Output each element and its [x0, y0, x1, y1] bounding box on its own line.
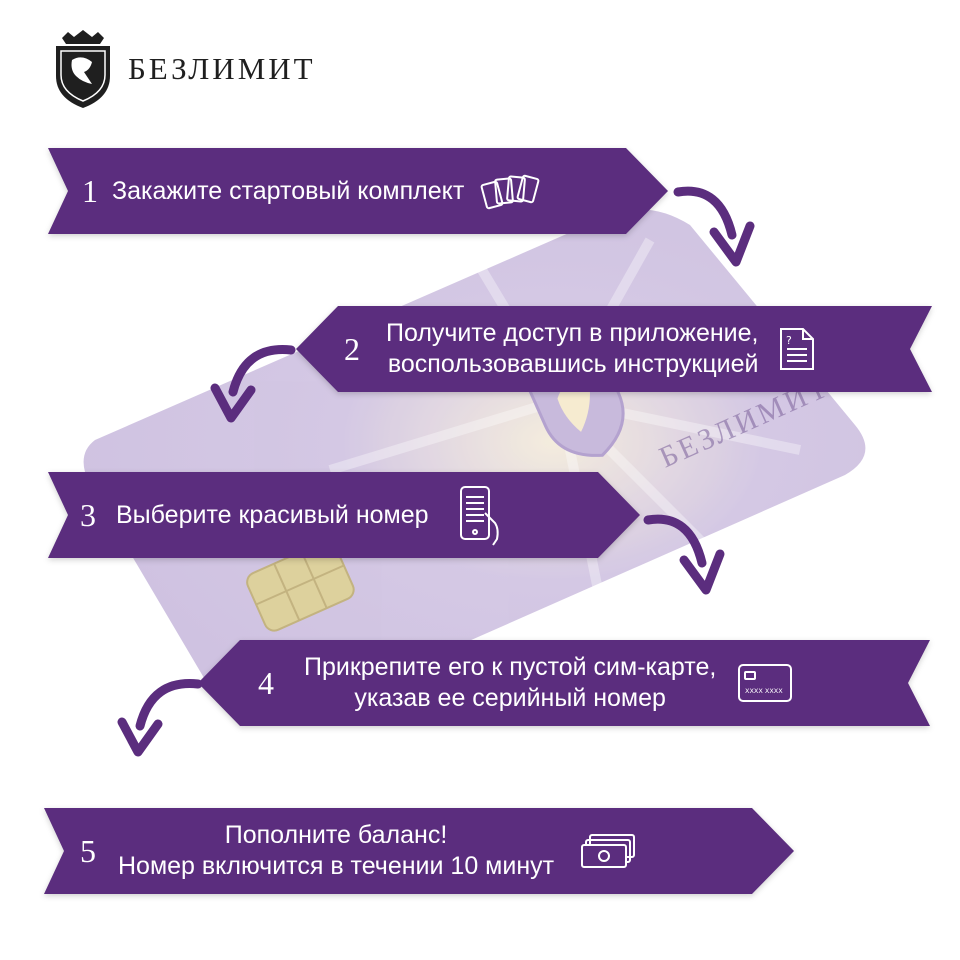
phone-hand-icon [459, 486, 499, 546]
svg-text:?: ? [786, 334, 792, 347]
step-4-number: 4 [258, 664, 274, 701]
step-2-text-line-1: Получите доступ в приложение, [386, 319, 759, 347]
step-3-number: 3 [80, 496, 96, 533]
credit-card-icon: XXXX XXXX [738, 664, 793, 702]
brand-logo: БЕЗЛИМИТ [52, 30, 316, 108]
step-4-text: Прикрепите его к пустой сим-карте, указа… [304, 652, 716, 714]
step-1-number: 1 [82, 172, 98, 209]
step-2-text-line-2: воспользовавшись инструкцией [387, 350, 759, 378]
step-3-ribbon: 3 Выберите красивый номер [48, 472, 640, 558]
step-4-text-line-1: Прикрепите его к пустой сим-карте, [304, 653, 717, 681]
step-5-number: 5 [80, 832, 96, 869]
step-2-number: 2 [344, 330, 360, 367]
card-number-text: XXXX XXXX [745, 687, 783, 695]
step-2-ribbon: 2 Получите доступ в приложение, воспольз… [296, 306, 932, 392]
cards-icon [480, 174, 540, 210]
step-5-text-line-1: Пополните баланс! [224, 821, 448, 849]
money-icon [581, 834, 636, 868]
step-4-ribbon: 4 Прикрепите его к пустой сим-карте, ука… [198, 640, 930, 726]
step-3-text: Выберите красивый номер [116, 500, 429, 529]
step-2-text: Получите доступ в приложение, воспользов… [386, 318, 759, 380]
arrow-step-3-to-4-icon [643, 514, 725, 595]
step-1-ribbon: 1 Закажите стартовый комплект [48, 148, 668, 234]
arrow-step-2-to-3-icon [210, 345, 296, 423]
shield-crest-icon [56, 30, 110, 108]
arrow-step-1-to-2-icon [673, 186, 755, 267]
document-icon: ? [779, 328, 814, 370]
step-1-text: Закажите стартовый комплект [112, 176, 465, 205]
step-5-text-line-2: Номер включится в течении 10 минут [118, 852, 555, 880]
brand-name: БЕЗЛИМИТ [128, 51, 316, 86]
arrow-step-4-to-5-icon [117, 679, 203, 757]
step-5-ribbon: 5 Пополните баланс! Номер включится в те… [44, 808, 794, 894]
step-4-text-line-2: указав ее серийный номер [354, 684, 666, 712]
step-5-text: Пополните баланс! Номер включится в тече… [118, 820, 554, 882]
